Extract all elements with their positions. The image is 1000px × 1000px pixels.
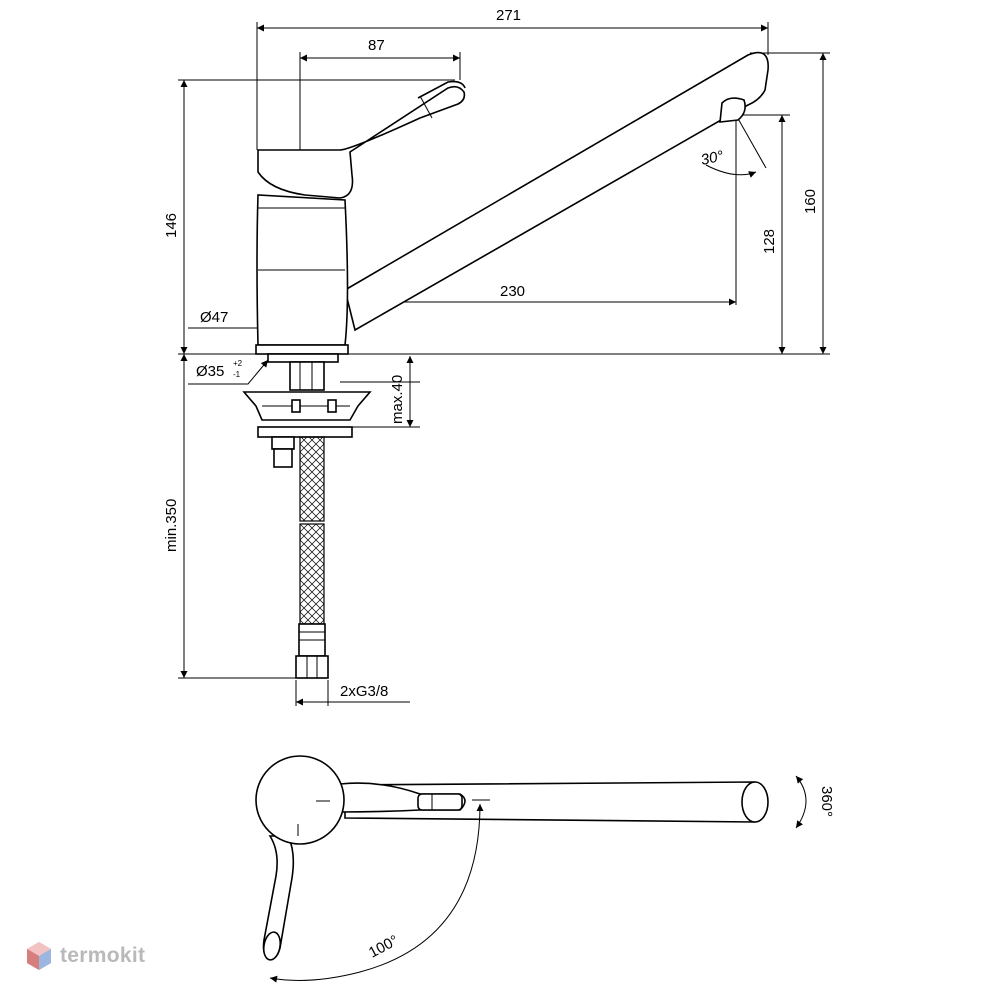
angle-arc-100 (269, 803, 484, 983)
label-360deg: 360° (818, 786, 835, 817)
watermark-text: termokit (60, 944, 146, 967)
label-87: 87 (368, 37, 385, 54)
label-128: 128 (761, 229, 778, 254)
label-d35-tol-minus: -1 (233, 370, 241, 379)
label-100deg: 100° (366, 932, 401, 962)
top-view-body (255, 755, 345, 845)
termokit-logo-icon (27, 942, 51, 970)
termokit-watermark: termokit (26, 938, 145, 974)
top-view: 360° 100° (255, 755, 835, 983)
angle-arc-30 (705, 164, 757, 178)
label-d35-tol-plus: +2 (233, 359, 243, 368)
rotation-arrow-360 (795, 775, 807, 829)
label-146: 146 (163, 213, 180, 238)
label-d35: Ø35 (196, 363, 224, 380)
faucet-body (242, 51, 769, 679)
label-230: 230 (500, 283, 525, 300)
side-view: 271 87 146 230 Ø47 Ø35 +2 -1 30° 128 160… (163, 7, 830, 706)
label-160: 160 (802, 189, 819, 214)
label-d47: Ø47 (200, 309, 228, 326)
label-g38: 2xG3/8 (340, 683, 388, 700)
label-271: 271 (496, 7, 521, 24)
label-max40: max.40 (389, 375, 406, 424)
label-min350: min.350 (163, 499, 180, 552)
label-30deg: 30° (699, 148, 725, 169)
